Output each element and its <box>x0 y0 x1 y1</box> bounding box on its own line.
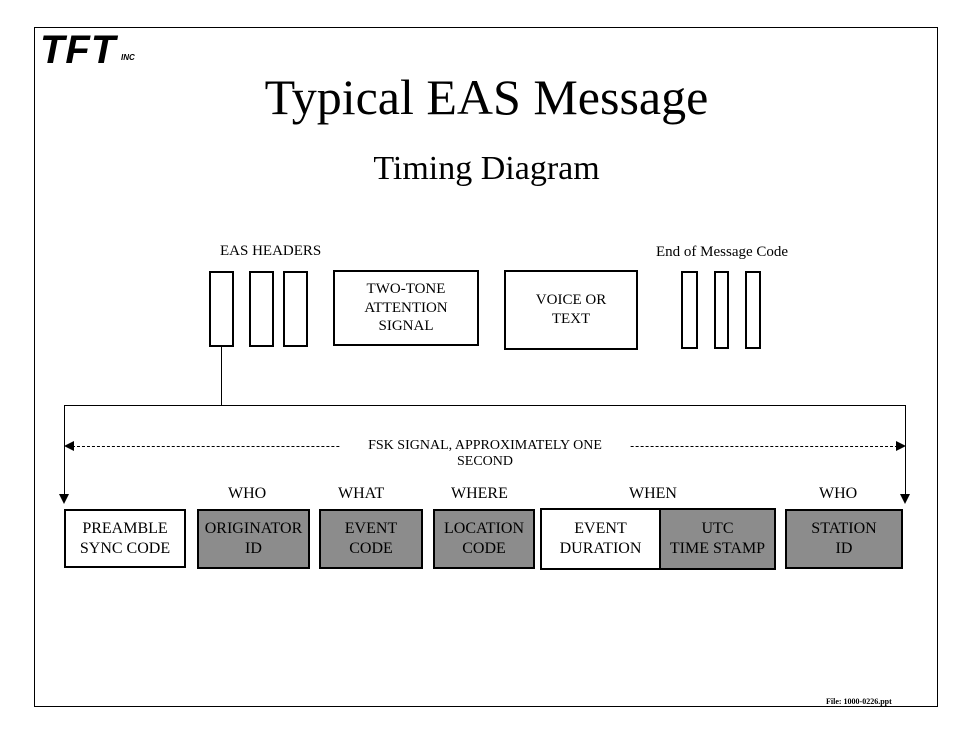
field-originator-line-2: ID <box>205 539 302 559</box>
field-location-code-line-2: CODE <box>444 539 524 559</box>
field-preamble-line-2: SYNC CODE <box>80 539 170 559</box>
group-label-where: WHERE <box>451 486 508 502</box>
fsk-right-arrowhead <box>896 441 906 451</box>
field-station-id-line-1: STATION <box>811 519 876 539</box>
bracket-right-arrowhead <box>900 494 910 504</box>
field-event-code-line-1: EVENT <box>345 519 397 539</box>
field-utc-line-1: UTC <box>670 519 765 539</box>
group-label-who-station: WHO <box>819 486 857 502</box>
file-reference: File: 1000-0226.ppt <box>826 697 892 706</box>
field-event-duration-line-1: EVENT <box>560 519 642 539</box>
group-label-what: WHAT <box>338 486 384 502</box>
fsk-left-arrowhead <box>64 441 74 451</box>
field-location-code-line-1: LOCATION <box>444 519 524 539</box>
field-utc-line-2: TIME STAMP <box>670 539 765 559</box>
field-event-duration-line-2: DURATION <box>560 539 642 559</box>
field-event-code-line-2: CODE <box>345 539 397 559</box>
field-station-id-line-2: ID <box>811 539 876 559</box>
group-label-when: WHEN <box>629 486 677 502</box>
field-originator-line-1: ORIGINATOR <box>205 519 302 539</box>
field-preamble-line-1: PREAMBLE <box>80 519 170 539</box>
group-label-who-originator: WHO <box>228 486 266 502</box>
bracket-left-arrowhead <box>59 494 69 504</box>
